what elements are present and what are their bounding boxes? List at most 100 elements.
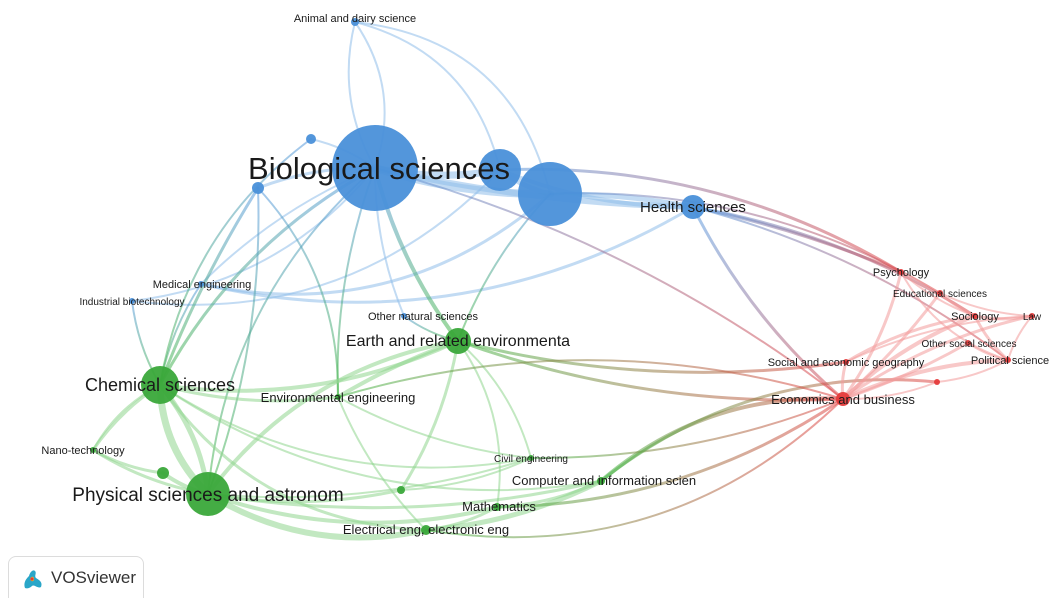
label-socgeo: Social and economic geography bbox=[768, 357, 925, 369]
link-phys-civil bbox=[207, 457, 532, 499]
label-socio: Sociology bbox=[951, 311, 999, 323]
link-b_small2-enveng bbox=[257, 187, 340, 398]
label-phys: Physical sciences and astronom bbox=[72, 485, 343, 506]
label-health: Health sciences bbox=[640, 199, 746, 216]
link-enveng-elec bbox=[337, 396, 427, 531]
link-elec-math bbox=[424, 505, 499, 532]
label-law: Law bbox=[1023, 312, 1042, 323]
node-math[interactable] bbox=[493, 503, 501, 511]
link-bio-econ bbox=[374, 167, 844, 400]
link-chem-enveng bbox=[158, 383, 340, 403]
link-chem-elec bbox=[158, 383, 428, 532]
link-law-polit bbox=[1007, 315, 1033, 361]
link-chem-civil bbox=[159, 384, 532, 469]
node-othersoc[interactable] bbox=[965, 340, 971, 346]
node-comp[interactable] bbox=[597, 477, 605, 485]
link-bio2-animal bbox=[354, 21, 501, 171]
link-phys-elec bbox=[205, 491, 429, 541]
node-nano[interactable] bbox=[90, 447, 96, 453]
label-elec: Electrical eng, electronic eng bbox=[343, 522, 509, 537]
link-earth-socgeo bbox=[456, 339, 848, 374]
link-g_mid-earth bbox=[399, 339, 460, 492]
link-socio-polit bbox=[973, 314, 1010, 362]
label-bio: Biological sciences bbox=[248, 151, 510, 186]
node-bio[interactable] bbox=[332, 125, 418, 211]
node-indbio[interactable] bbox=[129, 298, 135, 304]
node-bio3[interactable] bbox=[518, 162, 582, 226]
node-b_small1[interactable] bbox=[306, 134, 316, 144]
label-medeng: Medical engineering bbox=[153, 279, 251, 291]
link-econ-edu bbox=[841, 291, 942, 401]
link-bio3-edu bbox=[549, 192, 941, 294]
label-animal: Animal and dairy science bbox=[294, 13, 416, 25]
label-othersoc: Other social sciences bbox=[921, 339, 1016, 350]
link-edu-socio bbox=[939, 292, 976, 317]
link-bio3-medeng bbox=[199, 192, 552, 296]
node-civil[interactable] bbox=[528, 455, 534, 461]
link-socgeo-socio bbox=[844, 314, 977, 364]
label-enveng: Environmental engineering bbox=[261, 390, 416, 405]
link-b_small2-chem bbox=[158, 186, 260, 387]
label-earth: Earth and related environmenta bbox=[346, 333, 570, 350]
link-math-econ bbox=[495, 397, 845, 509]
node-earth[interactable] bbox=[445, 328, 471, 354]
link-earth-civil bbox=[457, 340, 532, 459]
link-civil-econ bbox=[530, 398, 844, 460]
node-bio2[interactable] bbox=[479, 149, 521, 191]
link-chem-comp bbox=[159, 384, 602, 492]
node-othernat[interactable] bbox=[401, 313, 407, 319]
link-r_small-polit bbox=[936, 359, 1009, 383]
node-g_small[interactable] bbox=[157, 467, 169, 479]
label-civil: Civil engineering bbox=[494, 454, 568, 465]
node-phys[interactable] bbox=[186, 472, 230, 516]
label-polit: Political science bbox=[971, 355, 1049, 367]
label-psych: Psychology bbox=[873, 267, 930, 279]
label-chem: Chemical sciences bbox=[85, 375, 235, 395]
node-medeng[interactable] bbox=[198, 281, 204, 287]
node-g_mid[interactable] bbox=[397, 486, 405, 494]
node-health[interactable] bbox=[681, 195, 705, 219]
network-nodes bbox=[90, 18, 1035, 535]
link-phys-g_mid bbox=[206, 488, 403, 504]
link-econ-r_small bbox=[842, 381, 938, 401]
link-b_small1-chem bbox=[159, 138, 312, 386]
node-edu[interactable] bbox=[937, 290, 943, 296]
label-econ: Economics and business bbox=[771, 392, 915, 407]
link-bio-phys bbox=[207, 167, 376, 495]
link-animal-bio3 bbox=[354, 21, 551, 195]
link-health-econ bbox=[691, 205, 845, 401]
node-enveng[interactable] bbox=[335, 394, 341, 400]
vosviewer-brand[interactable]: VOSviewer bbox=[8, 556, 144, 598]
label-nano: Nano-technology bbox=[41, 445, 125, 457]
link-socgeo-law bbox=[845, 315, 1033, 363]
link-econ-law bbox=[841, 314, 1034, 401]
link-elec-econ bbox=[425, 398, 844, 539]
label-comp: Computer and information scien bbox=[512, 473, 696, 488]
link-g_mid-civil bbox=[400, 457, 532, 491]
node-psych[interactable] bbox=[898, 269, 904, 275]
node-chem[interactable] bbox=[141, 366, 179, 404]
link-nano-g_small bbox=[91, 448, 165, 475]
link-enveng-civil bbox=[337, 396, 532, 459]
link-econ-othersoc bbox=[841, 341, 970, 401]
link-phys-math bbox=[206, 492, 499, 525]
node-socgeo[interactable] bbox=[843, 359, 849, 365]
link-earth-enveng bbox=[336, 339, 460, 399]
node-r_small[interactable] bbox=[934, 379, 940, 385]
brand-name: VOSviewer bbox=[51, 567, 137, 587]
node-econ[interactable] bbox=[836, 392, 850, 406]
label-indbio: Industrial biotechnology bbox=[79, 297, 184, 308]
node-animal[interactable] bbox=[351, 18, 359, 26]
link-bio-chem bbox=[158, 166, 377, 387]
link-econ-psych bbox=[841, 270, 903, 401]
link-earth-math bbox=[457, 340, 501, 508]
node-law[interactable] bbox=[1029, 313, 1035, 319]
label-othernat: Other natural sciences bbox=[368, 311, 479, 323]
node-polit[interactable] bbox=[1005, 357, 1011, 363]
link-edu-law bbox=[939, 292, 1033, 317]
node-b_small2[interactable] bbox=[252, 182, 264, 194]
node-socio[interactable] bbox=[972, 313, 978, 319]
node-elec[interactable] bbox=[421, 525, 431, 535]
